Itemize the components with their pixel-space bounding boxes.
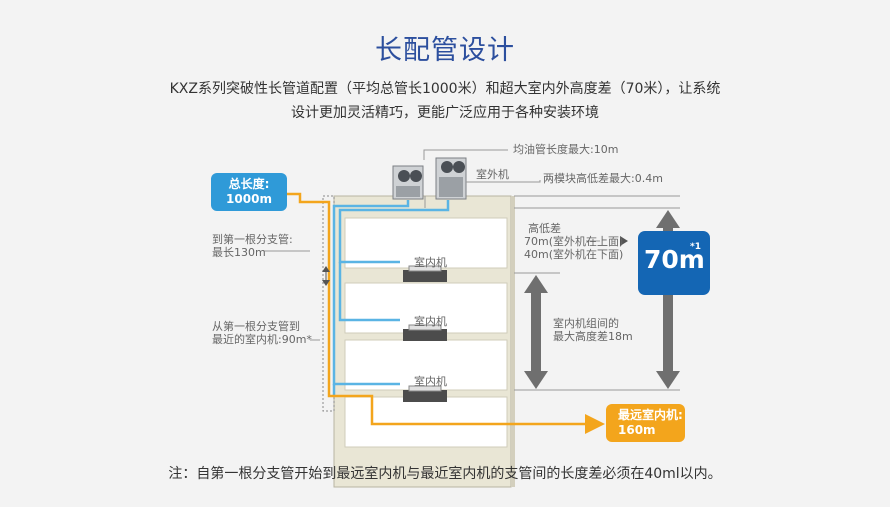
blue-pipes (332, 200, 450, 396)
indoor-height-line1: 室内机组间的 (553, 317, 619, 330)
first-to-nearest-line2: 最近的室内机:90m* (212, 333, 312, 346)
height-difference-callout: 70m *1 (638, 231, 710, 295)
indoor-unit-label-3: 室内机 (414, 375, 447, 388)
footnote: 注：自第一根分支管开始到最远室内机与最近室内机的支管间的长度差必须在40ml以内… (168, 466, 722, 482)
indoor-unit-label-2: 室内机 (414, 315, 447, 328)
indoor-height-line2: 最大高度差18m (553, 330, 633, 343)
total-length-value: 1000m (226, 192, 272, 206)
outdoor-unit-1 (392, 165, 424, 200)
refrigerant-pipe-label: 冷媒配管最大:5m (390, 232, 478, 245)
indoor-unit-label-1: 室内机 (414, 256, 447, 269)
page-title: 长配管设计 (375, 35, 515, 66)
farthest-indoor-callout: 最远室内机: 160m (606, 404, 685, 442)
outdoor-unit-2 (435, 157, 467, 200)
pointer-arrow (620, 236, 628, 246)
farthest-title: 最远室内机: (618, 408, 683, 422)
indoor-height-arrow (524, 275, 548, 389)
first-branch-line2: 最长130m (212, 246, 266, 259)
outdoor-unit-label: 室外机 (476, 168, 509, 181)
indoor-unit-3 (403, 385, 447, 402)
intro-text-line2: 设计更加灵活精巧，更能广泛应用于各种安装环境 (291, 105, 599, 121)
height-diff-down: 40m(室外机在下面) (524, 248, 624, 261)
farthest-value: 160m (618, 423, 656, 437)
total-length-title: 总长度: (228, 177, 270, 191)
first-to-nearest-line1: 从第一根分支管到 (212, 320, 300, 333)
height-value: 70m (644, 245, 705, 274)
total-length-callout: 总长度: 1000m (211, 173, 287, 211)
indoor-unit-1 (403, 265, 447, 282)
first-branch-line1: 到第一根分支管: (212, 233, 293, 246)
oil-pipe-label: 均油管长度最大:10m (513, 143, 619, 156)
height-footnote-mark: *1 (690, 242, 701, 252)
height-diff-up: 70m(室外机在上面) (524, 235, 624, 248)
first-branch-arrow (322, 266, 330, 286)
intro-text-line1: KXZ系列突破性长管道配置（平均总管长1000米）和超大室内外高度差（70米），… (169, 81, 721, 97)
total-height-arrow (656, 210, 680, 389)
height-diff-title: 高低差 (528, 222, 561, 235)
module-height-label: 两模块高低差最大:0.4m (543, 172, 663, 185)
leader-lines (264, 149, 680, 391)
orange-pipe (286, 192, 605, 434)
indoor-unit-2 (403, 324, 447, 341)
piping-boundary (322, 195, 335, 412)
